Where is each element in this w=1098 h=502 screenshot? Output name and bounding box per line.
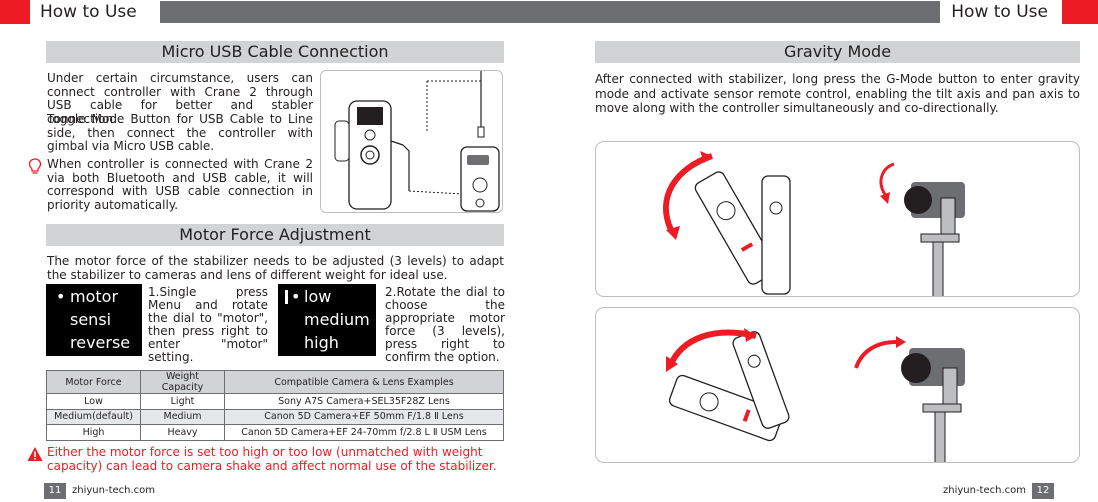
usb-connection-illustration xyxy=(320,70,503,213)
header-gray-bar xyxy=(160,1,940,23)
table-header-cell: Motor Force xyxy=(46,370,141,394)
menu-item-reverse: reverse xyxy=(70,333,131,352)
lightbulb-icon xyxy=(28,158,42,174)
gravity-description-text: After connected with stabilizer, long pr… xyxy=(595,72,1080,115)
table-cell: Canon 5D Camera+EF 50mm F/1.8 Ⅱ Lens xyxy=(224,408,504,425)
table-cell: High xyxy=(46,424,141,441)
gravity-illustration-bottom xyxy=(595,307,1080,463)
motor-step-1-text: 1.Single press Menu and rotate the dial … xyxy=(148,285,268,364)
controller-usb-drawing xyxy=(334,71,500,212)
motor-force-table: Motor Force Weight Capacity Compatible C… xyxy=(46,370,504,441)
menu-marker: • xyxy=(291,287,301,306)
usb-intro-text: Under certain circumstance, users can co… xyxy=(47,71,313,126)
usb-instruction-text: Toggle Mode Button for USB Cable to Line… xyxy=(47,112,313,153)
footer-url-right: zhiyun-tech.com xyxy=(942,485,1026,496)
motor-intro-text: The motor force of the stabilizer needs … xyxy=(47,254,504,282)
table-cell: Canon 5D Camera+EF 24-70mm f/2.8 L Ⅱ USM… xyxy=(224,424,504,441)
table-cell: Medium(default) xyxy=(46,408,141,425)
header-red-tab-left xyxy=(0,0,30,24)
table-cell: Sony A7S Camera+SEL35F28Z Lens xyxy=(224,393,504,410)
header-red-tab-right xyxy=(1062,0,1098,24)
table-header-cell: Compatible Camera & Lens Examples xyxy=(224,370,504,394)
page-header: How to Use How to Use xyxy=(0,0,1098,26)
menu-item-low: low xyxy=(304,287,332,306)
gravity-section-title: Gravity Mode xyxy=(595,41,1080,63)
table-cell: Heavy xyxy=(140,424,225,441)
menu-item-motor: motor xyxy=(70,287,119,306)
header-title-right: How to Use xyxy=(951,2,1048,22)
controller-pan-drawing xyxy=(666,328,965,462)
controller-rotated xyxy=(668,374,784,442)
menu-marker: • xyxy=(56,287,66,306)
motor-warning-text: Either the motor force is set too high o… xyxy=(47,445,497,473)
menu-item-medium: medium xyxy=(304,310,370,329)
gravity-illustration-top xyxy=(595,141,1080,297)
menu-item-sensi: sensi xyxy=(70,310,112,329)
table-header-row: Motor Force Weight Capacity Compatible C… xyxy=(46,370,504,394)
table-header-cell: Weight Capacity xyxy=(140,370,225,394)
page-number-left: 11 xyxy=(44,483,66,499)
motor-section-title: Motor Force Adjustment xyxy=(46,224,504,246)
usb-tip-text: When controller is connected with Crane … xyxy=(47,157,313,212)
menu-cursor-bar xyxy=(285,290,288,304)
motor-step-2-text: 2.Rotate the dial to choose the appropri… xyxy=(385,285,505,364)
table-cell: Low xyxy=(46,393,141,410)
controller-tilt-drawing xyxy=(663,151,965,296)
table-row: Medium(default) Medium Canon 5D Camera+E… xyxy=(46,408,504,425)
usb-section-title: Micro USB Cable Connection xyxy=(46,41,504,63)
menu-screen-force-levels: • low medium high xyxy=(278,284,376,356)
footer-url-left: zhiyun-tech.com xyxy=(72,485,156,496)
table-cell: Light xyxy=(140,393,225,410)
menu-screen-motor: • motor sensi reverse xyxy=(46,284,142,356)
table-row: Low Light Sony A7S Camera+SEL35F28Z Lens xyxy=(46,393,504,410)
page-number-right: 12 xyxy=(1032,483,1054,499)
table-row: High Heavy Canon 5D Camera+EF 24-70mm f/… xyxy=(46,424,504,441)
warning-triangle-icon xyxy=(27,447,43,461)
controller-upright xyxy=(761,175,791,295)
table-cell: Medium xyxy=(140,408,225,425)
header-title-left: How to Use xyxy=(40,2,137,22)
menu-item-high: high xyxy=(304,333,339,352)
